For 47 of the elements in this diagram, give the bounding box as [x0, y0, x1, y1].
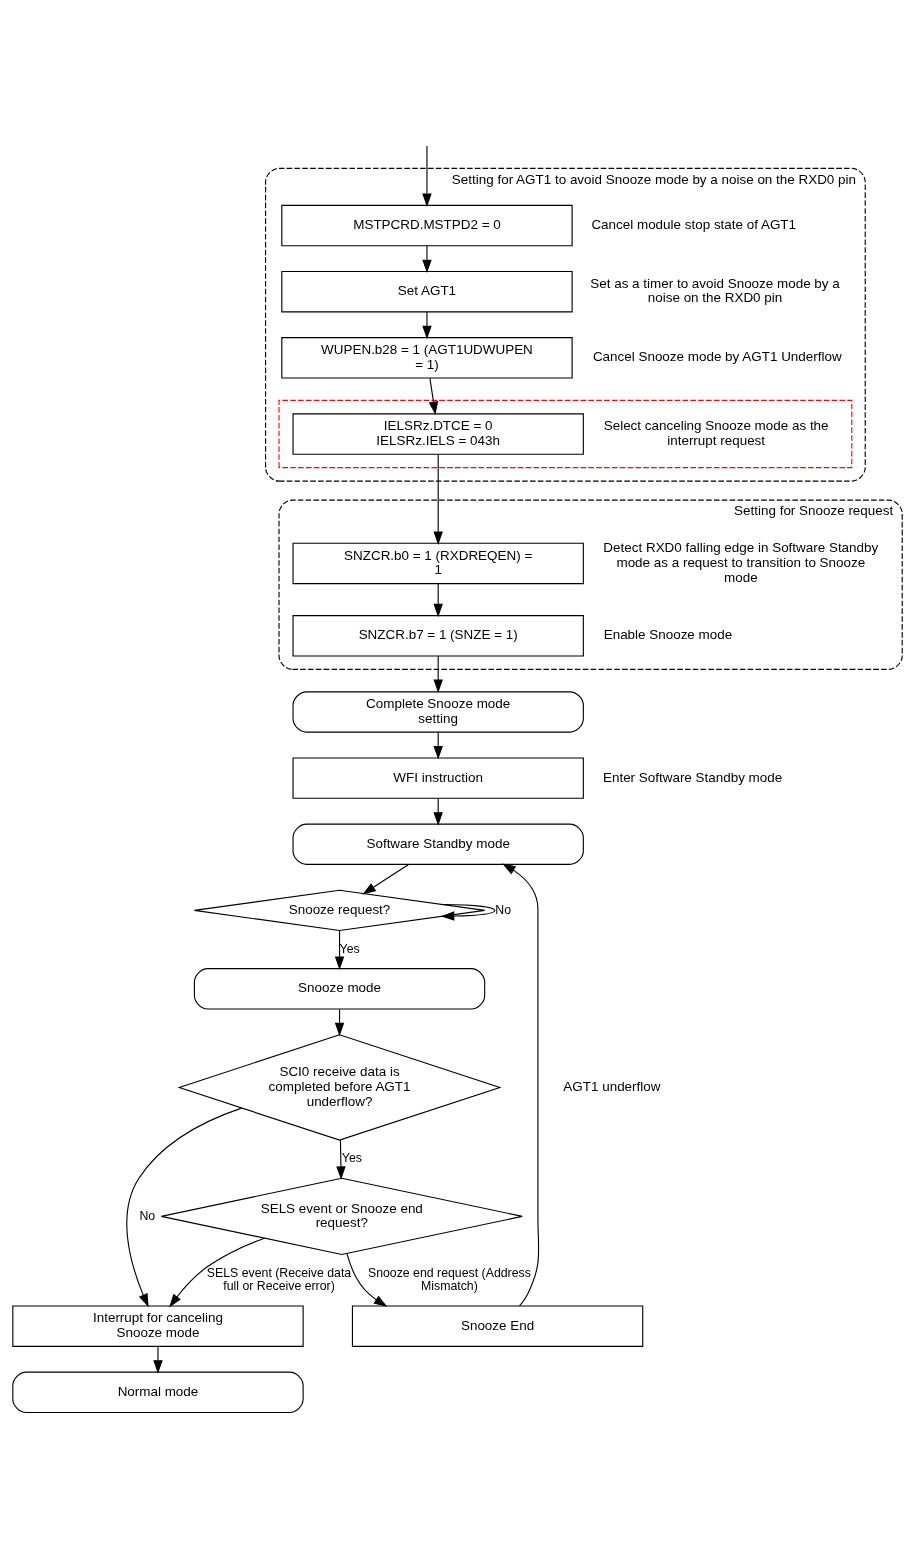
arrow	[334, 929, 345, 970]
arrow	[433, 453, 443, 545]
node-label: Enter Software Standby mode	[602, 769, 783, 785]
arrow	[346, 1252, 388, 1307]
node-box: Interrupt for canceling Snooze mode	[12, 1305, 304, 1347]
node-box: Snooze mode	[193, 967, 486, 1010]
node-diamond: SELS event or Snooze end request?	[160, 1177, 523, 1255]
arrow	[502, 863, 540, 1307]
node-box: IELSRz.DTCE = 0 IELSRz.IELS = 043h	[292, 412, 584, 455]
edge-label: Yes	[339, 941, 360, 956]
node-box: Set AGT1	[281, 270, 573, 312]
node-label: Set as a timer to avoid Snooze mode by a noise on the RXD0 pin	[590, 275, 840, 305]
label: AGT1 underflow	[563, 1078, 661, 1094]
node-diamond: Snooze request?	[193, 889, 486, 931]
arrow	[422, 310, 432, 339]
arrow	[428, 377, 439, 415]
node-box: Normal mode	[12, 1371, 304, 1413]
arrow	[336, 1139, 346, 1180]
node-diamond: SCI0 receive data is completed before AGT1 underflow?	[177, 1033, 502, 1141]
edge-label: Snooze end request (Address Mismatch)	[367, 1265, 531, 1293]
node-label: Cancel Snooze mode by AGT1 Underflow	[592, 348, 842, 364]
edge-label: No	[139, 1208, 156, 1223]
edge-label: Yes	[341, 1150, 362, 1165]
arrow	[433, 582, 443, 617]
arrow	[334, 1008, 345, 1036]
node-box: WUPEN.b28 = 1 (AGT1UDWUPEN = 1)	[281, 336, 573, 379]
node-label: Enable Snooze mode	[603, 626, 733, 642]
node-box: MSTPCRD.MSTPD2 = 0	[281, 204, 573, 246]
arrow	[153, 1345, 163, 1374]
node-box: SNZCR.b0 = 1 (RXDREQEN) = 1	[292, 542, 584, 584]
node-box: Snooze End	[351, 1305, 644, 1347]
arrow	[433, 655, 443, 693]
arrow	[422, 244, 432, 273]
node-label: Cancel module stop state of AGT1	[591, 216, 797, 232]
node-box: SNZCR.b7 = 1 (SNZE = 1)	[292, 614, 584, 656]
node-box: WFI instruction	[292, 756, 584, 799]
node-label: Detect RXD0 falling edge in Software Standby mode as a request to transition to Snooze mode	[603, 539, 879, 585]
node-label: Select canceling Snooze mode as the interrupt request	[603, 417, 829, 448]
edge-label: No	[495, 902, 512, 917]
arrow	[422, 144, 432, 207]
arrow	[169, 1237, 265, 1307]
arrow	[440, 903, 496, 921]
node-box: Complete Snooze mode setting	[292, 690, 584, 733]
edge-label: SELS event (Receive data full or Receive error)	[206, 1265, 352, 1293]
node-box: Software Standby mode	[292, 823, 584, 865]
arrow	[126, 1107, 243, 1307]
arrow	[362, 863, 410, 894]
